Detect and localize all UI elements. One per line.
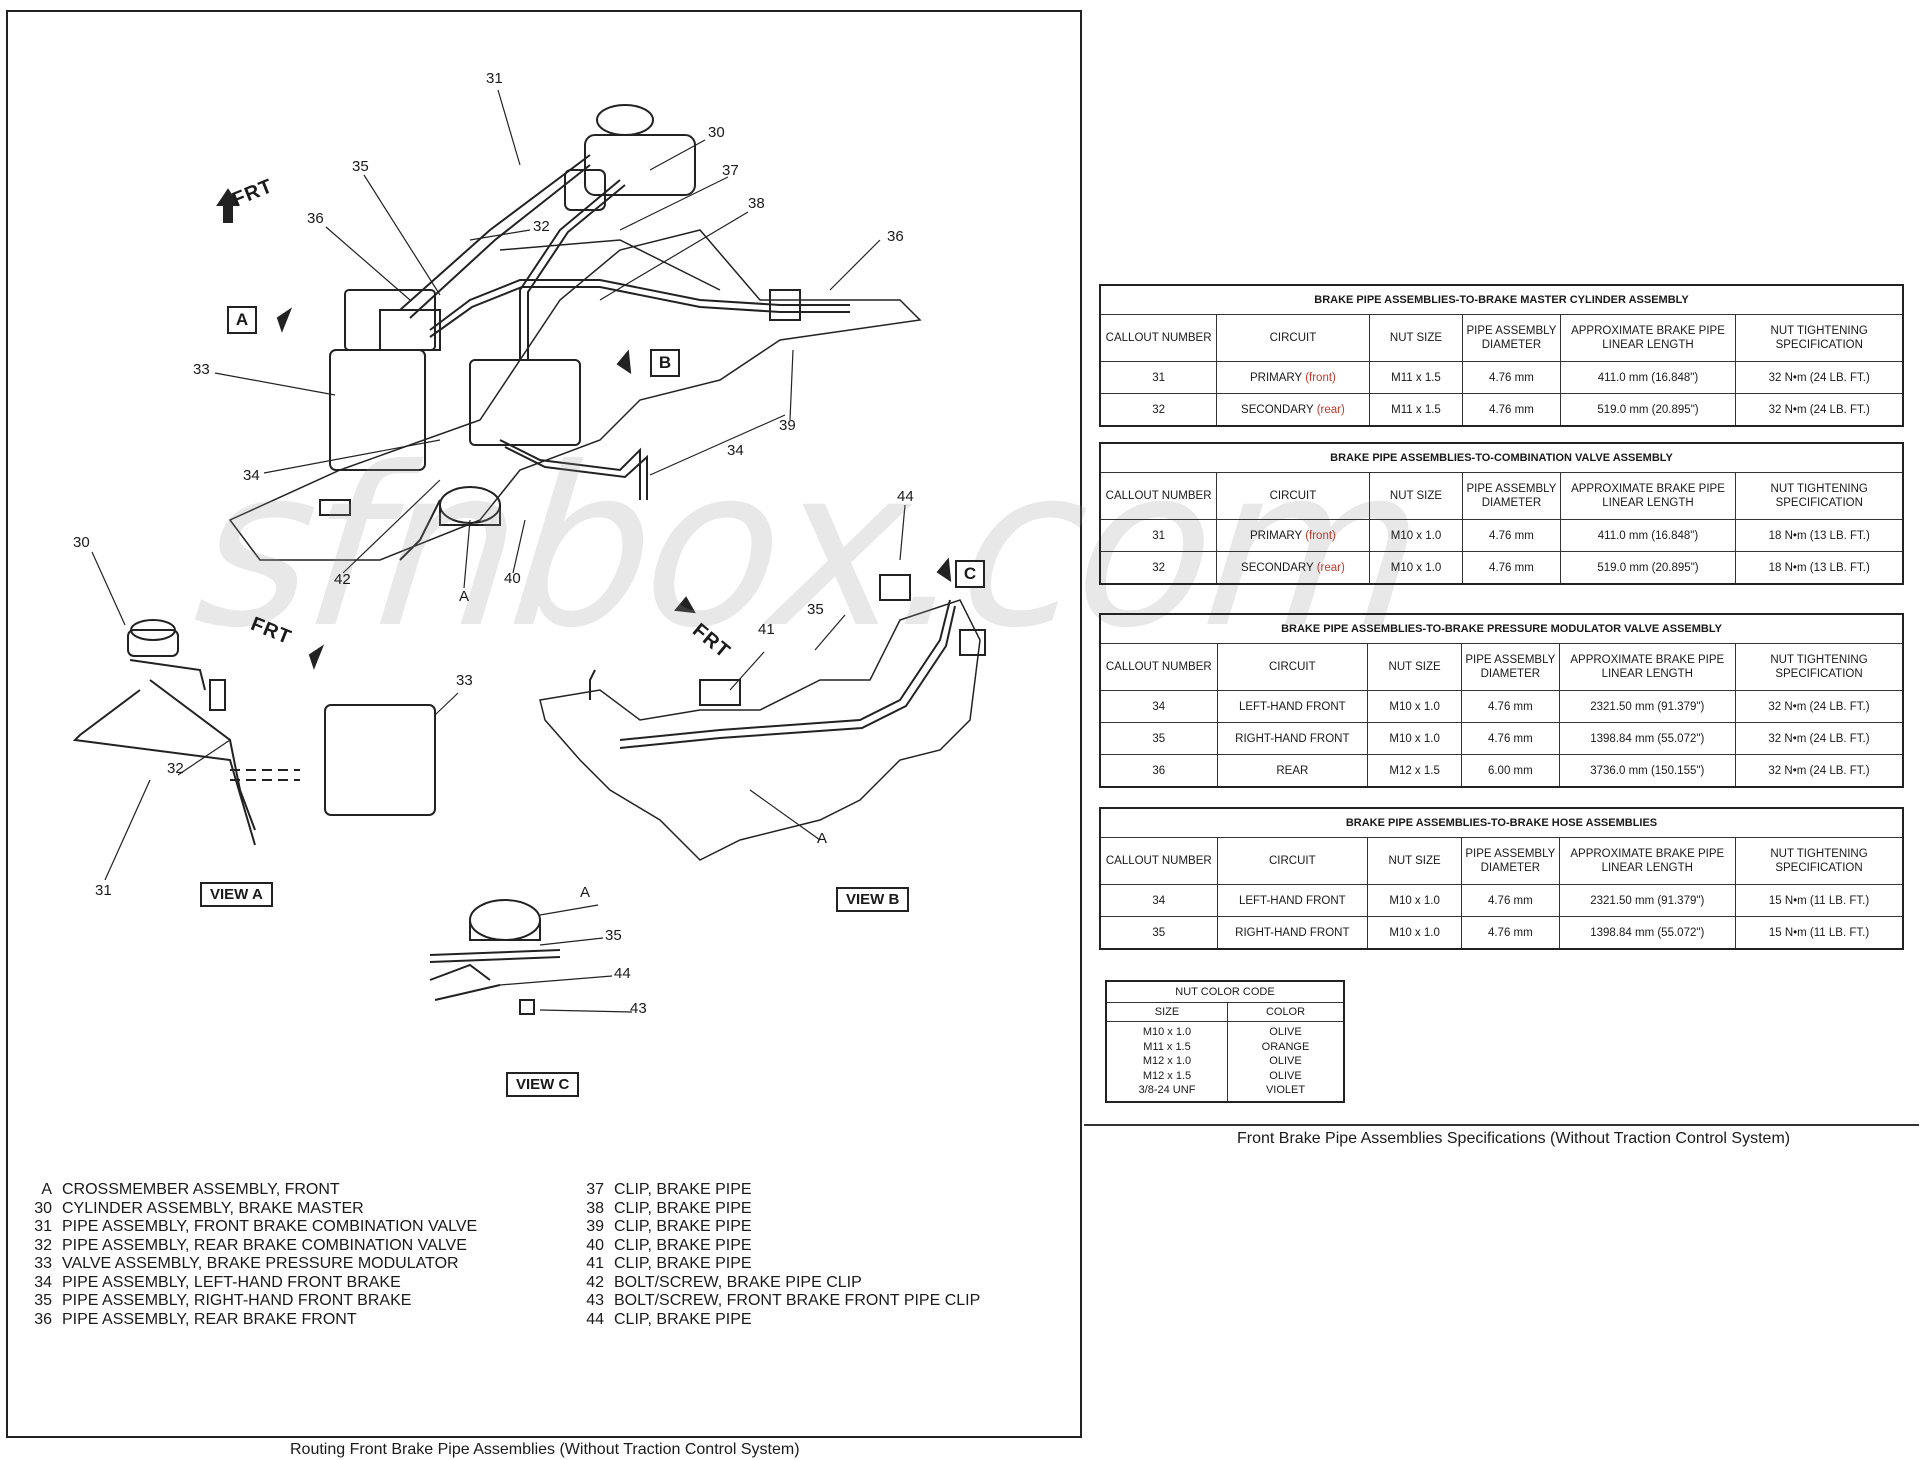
callout-35c: 35 <box>605 927 622 944</box>
callout-43: 43 <box>630 1000 647 1017</box>
callout-39: 39 <box>779 417 796 434</box>
table-row: 35 RIGHT-HAND FRONT M10 x 1.0 4.76 mm 13… <box>1099 916 1904 950</box>
callout-34: 34 <box>243 467 260 484</box>
view-c-marker: C <box>955 560 985 588</box>
callout-41: 41 <box>758 621 775 638</box>
spec-table-master-cylinder: BRAKE PIPE ASSEMBLIES-TO-BRAKE MASTER CY… <box>1099 284 1904 427</box>
callout-36: 36 <box>307 210 324 227</box>
callout-30b: 30 <box>73 534 90 551</box>
callout-31b: 31 <box>95 882 112 899</box>
table-header-row: CALLOUT NUMBER CIRCUIT NUT SIZE PIPE ASS… <box>1099 314 1904 362</box>
table-row: 32 SECONDARY (rear) M11 x 1.5 4.76 mm 51… <box>1099 393 1904 427</box>
callout-37: 37 <box>722 162 739 179</box>
caption-divider <box>1084 1124 1919 1126</box>
callout-33: 33 <box>193 361 210 378</box>
brake-routing-drawing <box>72 89 986 1015</box>
callout-35: 35 <box>352 158 369 175</box>
main-view-linework <box>216 104 952 670</box>
table-row: 36 REAR M12 x 1.5 6.00 mm 3736.0 mm (150… <box>1099 754 1904 788</box>
callout-36b: 36 <box>887 228 904 245</box>
diagram-frame <box>6 10 1082 1438</box>
table-row: 31 PRIMARY (front) M11 x 1.5 4.76 mm 411… <box>1099 361 1904 394</box>
callout-30: 30 <box>708 124 725 141</box>
callout-a-c: A <box>580 884 591 901</box>
table-header-row: CALLOUT NUMBER CIRCUIT NUT SIZE PIPE ASS… <box>1099 472 1904 520</box>
view-a-marker: A <box>227 306 257 334</box>
callout-32: 32 <box>533 218 550 235</box>
spec-table-combination-valve: BRAKE PIPE ASSEMBLIES-TO-COMBINATION VAL… <box>1099 442 1904 585</box>
callout-35b: 35 <box>807 601 824 618</box>
left-caption: Routing Front Brake Pipe Assemblies (Wit… <box>290 1441 800 1458</box>
leader-lines <box>91 89 906 1013</box>
table-row: 35 RIGHT-HAND FRONT M10 x 1.0 4.76 mm 13… <box>1099 722 1904 755</box>
nut-table-body: M10 x 1.0 M11 x 1.5 M12 x 1.0 M12 x 1.5 … <box>1105 1021 1345 1102</box>
callout-a: A <box>459 588 470 605</box>
callout-42: 42 <box>334 571 351 588</box>
callout-38: 38 <box>748 195 765 212</box>
callout-a-b: A <box>817 830 828 847</box>
view-b-marker: B <box>650 349 680 377</box>
nut-table-header: SIZE COLOR <box>1105 1002 1345 1022</box>
nut-table-title: NUT COLOR CODE <box>1105 980 1345 1003</box>
callout-33b: 33 <box>456 672 473 689</box>
view-a-linework <box>72 619 436 846</box>
view-b-label: VIEW B <box>836 887 910 912</box>
table-row: 34 LEFT-HAND FRONT M10 x 1.0 4.76 mm 232… <box>1099 884 1904 917</box>
spec-table-modulator-valve: BRAKE PIPE ASSEMBLIES-TO-BRAKE PRESSURE … <box>1099 613 1904 788</box>
callout-31: 31 <box>486 70 503 87</box>
table-title: BRAKE PIPE ASSEMBLIES-TO-BRAKE MASTER CY… <box>1099 284 1904 315</box>
view-b-linework <box>539 574 986 861</box>
nut-color-code-table: NUT COLOR CODE SIZE COLOR M10 x 1.0 M11 … <box>1105 980 1345 1103</box>
table-title: BRAKE PIPE ASSEMBLIES-TO-COMBINATION VAL… <box>1099 442 1904 473</box>
table-header-row: CALLOUT NUMBER CIRCUIT NUT SIZE PIPE ASS… <box>1099 837 1904 885</box>
callout-32b: 32 <box>167 760 184 777</box>
table-row: 31 PRIMARY (front) M10 x 1.0 4.76 mm 411… <box>1099 519 1904 552</box>
view-a-label: VIEW A <box>200 882 273 907</box>
callout-44: 44 <box>897 488 914 505</box>
table-title: BRAKE PIPE ASSEMBLIES-TO-BRAKE PRESSURE … <box>1099 613 1904 644</box>
view-c-linework <box>429 899 561 1015</box>
table-header-row: CALLOUT NUMBER CIRCUIT NUT SIZE PIPE ASS… <box>1099 643 1904 691</box>
spec-table-hose-assemblies: BRAKE PIPE ASSEMBLIES-TO-BRAKE HOSE ASSE… <box>1099 807 1904 950</box>
table-row: 34 LEFT-HAND FRONT M10 x 1.0 4.76 mm 232… <box>1099 690 1904 723</box>
table-row: 32 SECONDARY (rear) M10 x 1.0 4.76 mm 51… <box>1099 551 1904 585</box>
callout-34b: 34 <box>727 442 744 459</box>
right-caption: Front Brake Pipe Assemblies Specificatio… <box>1237 1130 1791 1147</box>
callout-44b: 44 <box>614 965 631 982</box>
callout-40: 40 <box>504 570 521 587</box>
view-c-label: VIEW C <box>506 1072 580 1097</box>
table-title: BRAKE PIPE ASSEMBLIES-TO-BRAKE HOSE ASSE… <box>1099 807 1904 838</box>
